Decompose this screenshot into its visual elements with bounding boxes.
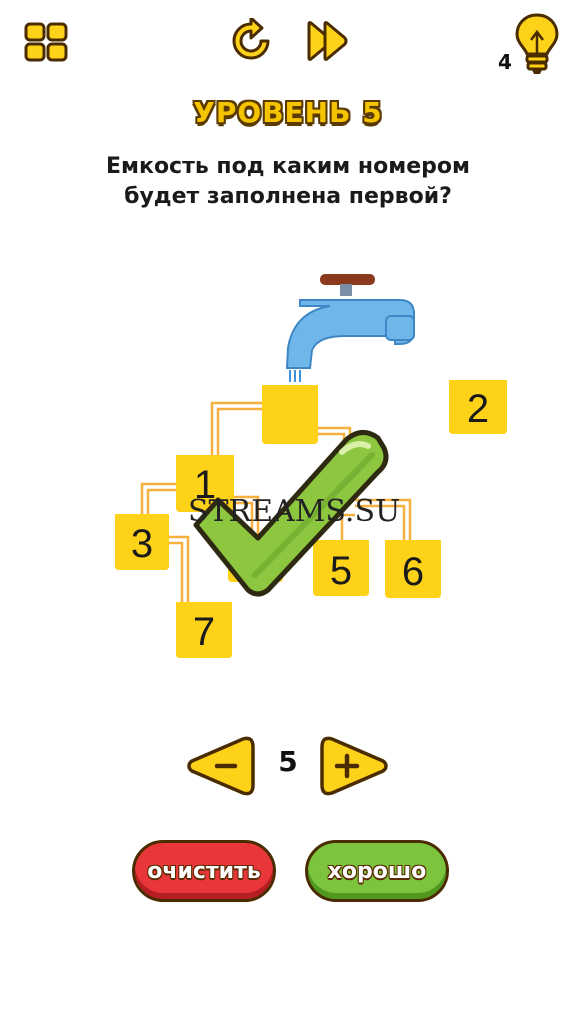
container-1-label: 1 xyxy=(194,463,216,507)
ok-button[interactable]: хорошо xyxy=(305,840,449,902)
question-line-2: будет заполнена первой? xyxy=(124,184,452,209)
container-3[interactable]: 3 xyxy=(115,514,169,570)
container-6-label: 6 xyxy=(402,550,424,594)
checkmark-icon xyxy=(193,430,389,597)
answer-value: 5 xyxy=(278,745,298,778)
plus-arrow-icon[interactable] xyxy=(318,735,390,797)
water-stream xyxy=(289,370,301,382)
hint-count: 4 xyxy=(498,50,512,74)
watermark-text: STREAMS.SU xyxy=(188,494,401,529)
puzzle-area: 2 1 3 5 6 7 xyxy=(115,274,507,658)
clear-button-label: очистить xyxy=(147,858,261,884)
question-text: Емкость под каким номером будет заполнен… xyxy=(60,152,516,212)
skip-icon[interactable] xyxy=(305,20,351,62)
container-7-label: 7 xyxy=(193,610,215,654)
question-line-1: Емкость под каким номером xyxy=(106,154,470,179)
container-5[interactable]: 5 xyxy=(313,540,369,596)
container-2-label: 2 xyxy=(467,387,489,431)
container-5-label: 5 xyxy=(330,549,352,593)
clear-button[interactable]: очистить xyxy=(132,840,276,902)
container-7[interactable]: 7 xyxy=(176,602,232,658)
container-3-label: 3 xyxy=(131,522,153,566)
pipes xyxy=(140,401,412,602)
container-top xyxy=(262,385,318,444)
container-2[interactable]: 2 xyxy=(449,380,507,434)
menu-icon[interactable] xyxy=(24,22,68,62)
container-6[interactable]: 6 xyxy=(385,540,441,598)
restart-icon[interactable] xyxy=(228,18,274,64)
container-1[interactable]: 1 xyxy=(176,455,234,512)
ok-button-label: хорошо xyxy=(327,858,427,884)
hint-bulb-icon[interactable] xyxy=(514,12,560,76)
level-title: УРОВЕНЬ 5 xyxy=(193,96,383,129)
minus-arrow-icon[interactable] xyxy=(185,735,257,797)
faucet-icon xyxy=(285,274,415,369)
